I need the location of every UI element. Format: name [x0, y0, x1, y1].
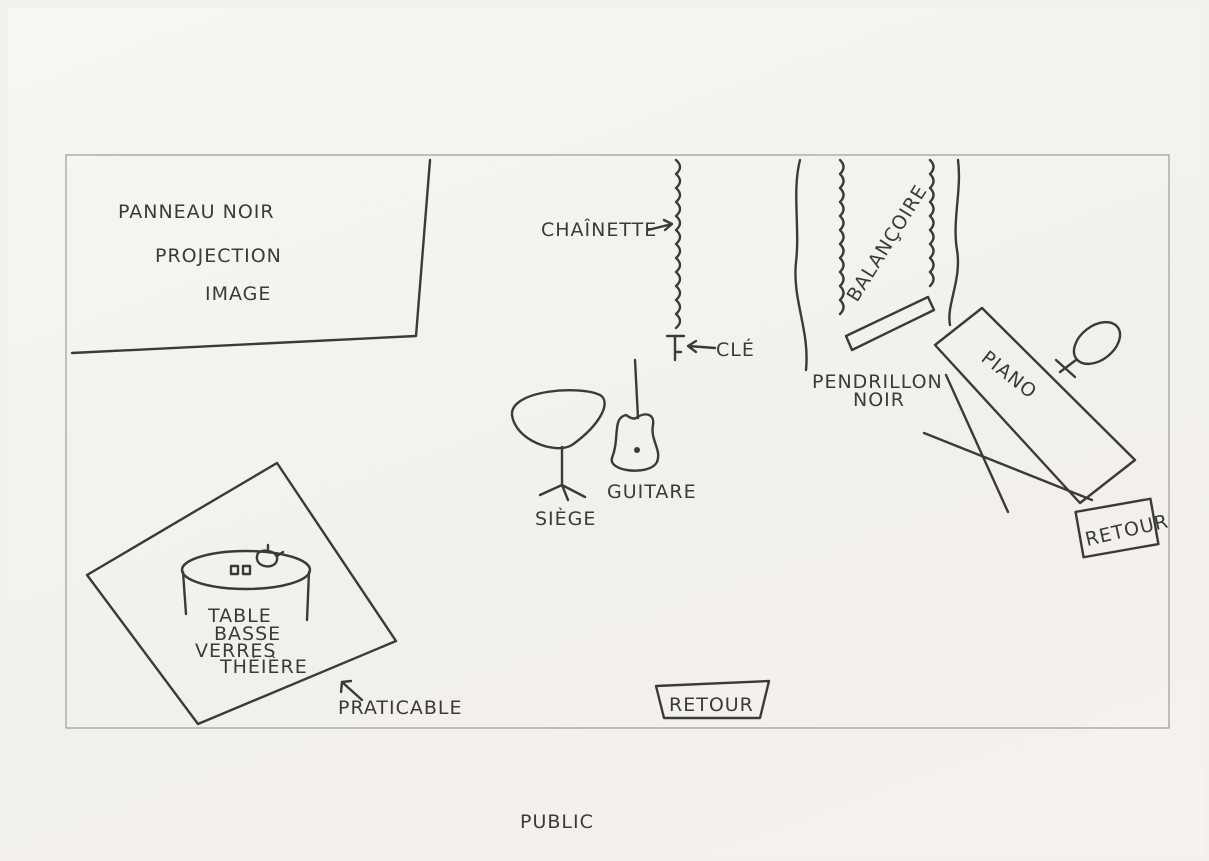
table-label-3: VERRES: [195, 640, 276, 662]
praticable-arrow: [339, 679, 364, 702]
cle-label: CLÉ: [716, 338, 755, 361]
panel-label-3: IMAGE: [205, 283, 271, 305]
balancoire-label: BALANÇOIRE: [843, 181, 932, 306]
cle-arrow: [686, 339, 717, 354]
siege: SIÈGE: [510, 389, 606, 530]
chainette-arrow: [646, 218, 674, 232]
pendrillon-label-1: PENDRILLON: [812, 371, 943, 393]
table-label-2: BASSE: [214, 623, 281, 645]
pendrillon-noir: PENDRILLON NOIR: [794, 158, 961, 411]
stage-outline: [65, 154, 1170, 729]
public-label: PUBLIC: [520, 811, 594, 833]
retour-right: RETOUR: [1074, 497, 1171, 559]
guitare: GUITARE: [607, 358, 697, 503]
panel-label-2: PROJECTION: [155, 245, 282, 267]
retour-bottom: RETOUR: [654, 679, 771, 720]
panel-label-1: PANNEAU NOIR: [118, 201, 275, 223]
teapot: [255, 543, 285, 568]
table-label-4: THÉIÈRE: [219, 655, 308, 678]
siege-label: SIÈGE: [535, 507, 596, 530]
praticable: PRATICABLE: [85, 461, 463, 726]
retour-bottom-label: RETOUR: [669, 694, 754, 716]
chainette-label: CHAÎNETTE: [541, 218, 657, 241]
glass-2: [241, 564, 252, 576]
cle: CLÉ: [665, 334, 755, 362]
panneau-noir: PANNEAU NOIR PROJECTION IMAGE: [70, 158, 432, 355]
table-label-1: TABLE: [207, 605, 272, 627]
piano-label: PIANO: [977, 347, 1041, 404]
guitare-label: GUITARE: [607, 481, 697, 503]
glass-1: [229, 564, 240, 576]
guitar-soundhole: [634, 447, 640, 453]
paper-sheet: [8, 8, 1204, 856]
pendrillon-label-2: NOIR: [853, 389, 905, 411]
table-basse: TABLE BASSE VERRES THÉIÈRE: [180, 543, 312, 678]
chainette: CHAÎNETTE: [541, 158, 682, 330]
praticable-label: PRATICABLE: [338, 697, 463, 719]
balancoire: BALANÇOIRE: [838, 158, 936, 352]
piano: PIANO: [922, 306, 1137, 514]
piano-stool: [1054, 320, 1122, 379]
